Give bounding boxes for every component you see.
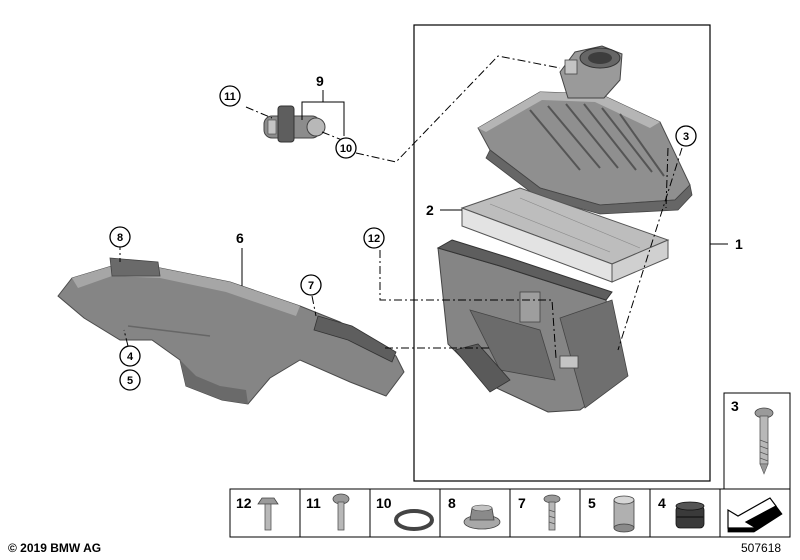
strip-label-7: 7	[518, 495, 526, 511]
svg-text:8: 8	[117, 232, 123, 244]
svg-text:12: 12	[368, 233, 380, 245]
callout-10: 10	[335, 137, 357, 159]
arrow-symbol-icon	[727, 497, 783, 533]
nut-with-washer-icon	[463, 504, 501, 530]
svg-text:3: 3	[731, 398, 739, 414]
callout-1: 1	[735, 236, 743, 252]
air-filter-cover	[477, 45, 693, 215]
strip-label-4: 4	[658, 495, 666, 511]
strip-label-10: 10	[376, 495, 392, 511]
svg-text:3: 3	[683, 131, 689, 143]
callout-4-assembly: 4	[119, 345, 141, 367]
callout-11: 11	[219, 85, 241, 107]
callout-12-assembly: 12	[363, 227, 385, 249]
detail-box-3: 3	[723, 392, 791, 490]
assembly-frame	[413, 24, 711, 482]
rubber-grommet-icon	[675, 501, 705, 529]
strip-label-8: 8	[448, 495, 456, 511]
parts-strip	[229, 488, 791, 538]
callout-9: 9	[316, 73, 324, 89]
callout-5-assembly: 5	[119, 369, 141, 391]
svg-text:7: 7	[308, 280, 314, 292]
callout-6: 6	[236, 230, 244, 246]
diagram-number: 507618	[741, 541, 782, 555]
svg-text:10: 10	[340, 143, 352, 155]
copyright-text: © 2019 BMW AG	[8, 541, 102, 555]
callout-7-assembly: 7	[300, 274, 322, 296]
svg-text:4: 4	[127, 351, 134, 363]
strip-label-11: 11	[306, 495, 321, 511]
screw-icon	[543, 494, 561, 531]
air-filter-housing-lower	[436, 239, 629, 413]
svg-text:5: 5	[127, 375, 133, 387]
air-intake-duct	[57, 257, 405, 405]
bolt-icon	[257, 497, 279, 531]
svg-text:11: 11	[224, 91, 236, 103]
air-mass-sensor	[263, 105, 326, 143]
callout-8-assembly: 8	[109, 226, 131, 248]
air-filter-element	[460, 187, 670, 283]
callout-3-assembly: 3	[675, 125, 697, 147]
sleeve-icon	[613, 495, 635, 533]
callout-2: 2	[426, 202, 434, 218]
strip-label-12: 12	[236, 495, 252, 511]
strip-label-5: 5	[588, 495, 596, 511]
o-ring-icon	[394, 509, 434, 531]
long-screw-icon	[754, 407, 774, 475]
torx-screw-icon	[332, 493, 350, 531]
bracket-9	[301, 90, 345, 136]
